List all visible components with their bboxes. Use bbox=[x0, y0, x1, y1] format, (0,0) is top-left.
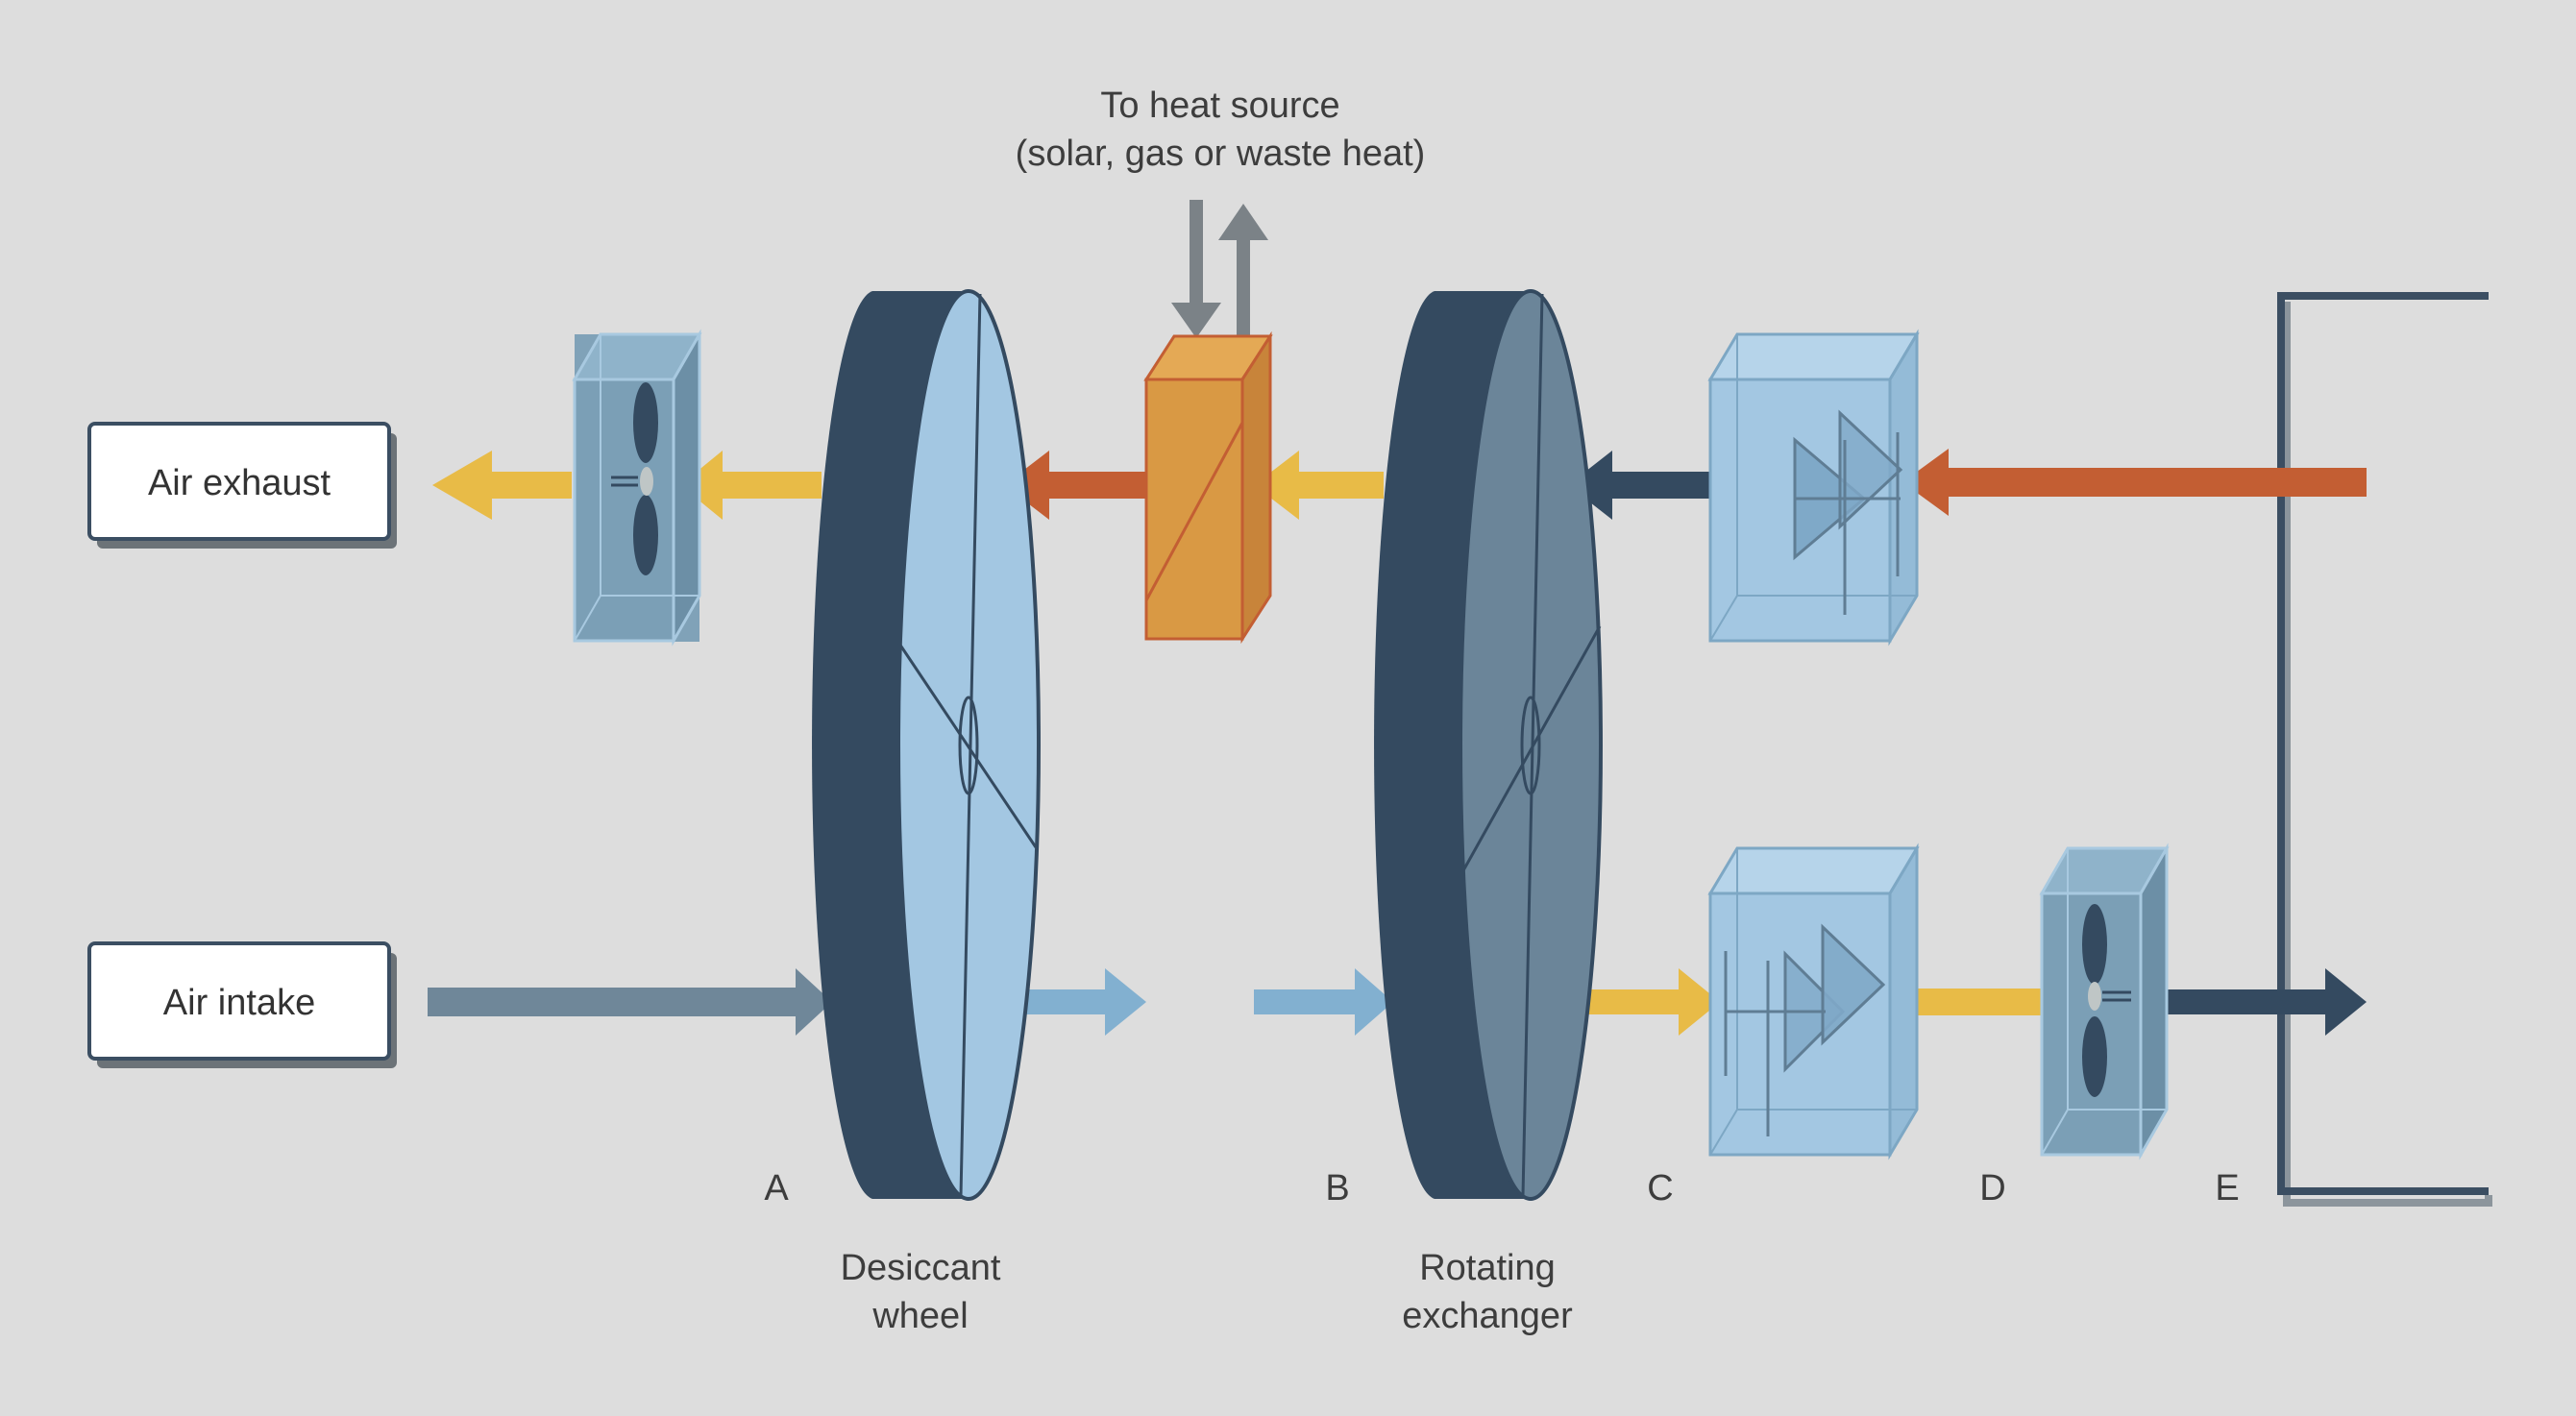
building-bracket bbox=[2277, 292, 2492, 1207]
intake-arrow bbox=[428, 968, 832, 1036]
dark-arrow-cooler-to-exchanger bbox=[1568, 451, 1710, 520]
desiccant-wheel-label-line1: Desiccant bbox=[841, 1248, 1001, 1288]
station-labels: A B C D E bbox=[764, 1168, 2239, 1208]
cool-arrow-before-exchanger bbox=[1254, 968, 1393, 1036]
air-exhaust-label: Air exhaust bbox=[148, 463, 331, 503]
evaporative-cooler-icon bbox=[1707, 842, 1920, 1160]
rotating-exchanger bbox=[1374, 289, 1603, 1201]
cool-arrow-after-wheel bbox=[1004, 968, 1146, 1036]
arrow-wheel-to-fan bbox=[680, 451, 822, 520]
air-exhaust-box: Air exhaust bbox=[87, 422, 397, 549]
supply-air-arrow bbox=[2167, 968, 2367, 1036]
desiccant-wheel-label-line2: wheel bbox=[871, 1296, 968, 1336]
evaporative-cooler-icon bbox=[1707, 329, 1920, 647]
station-label-c: C bbox=[1647, 1168, 1673, 1208]
heat-source-label-line2: (solar, gas or waste heat) bbox=[1016, 134, 1426, 174]
air-intake-box: Air intake bbox=[87, 941, 397, 1068]
station-label-b: B bbox=[1325, 1168, 1349, 1208]
heat-source-arrows bbox=[1171, 200, 1268, 338]
heater-icon bbox=[1143, 330, 1273, 645]
fan-icon bbox=[572, 329, 702, 647]
exhaust-arrow-left bbox=[432, 451, 572, 520]
warm-arrow-exchanger-to-heater bbox=[1254, 451, 1384, 520]
station-label-e: E bbox=[2215, 1168, 2239, 1208]
desiccant-wheel bbox=[812, 289, 1041, 1201]
warm-bar-cooler-to-fan bbox=[1917, 989, 2042, 1015]
heat-source-up-arrow bbox=[1218, 204, 1268, 338]
heat-source-down-arrow bbox=[1171, 200, 1221, 338]
air-intake-label: Air intake bbox=[163, 983, 315, 1023]
station-label-a: A bbox=[764, 1168, 789, 1208]
fan-icon bbox=[2039, 842, 2170, 1160]
warm-arrow-exchanger-to-cooler bbox=[1568, 968, 1720, 1036]
rotating-exchanger-label-line2: exchanger bbox=[1402, 1296, 1573, 1336]
return-air-arrow bbox=[1902, 449, 2367, 516]
rotating-exchanger-label-line1: Rotating bbox=[1419, 1248, 1556, 1288]
station-label-d: D bbox=[1979, 1168, 2005, 1208]
hot-arrow-heater-to-wheel bbox=[1004, 451, 1148, 520]
heat-source-label-line1: To heat source bbox=[1100, 85, 1339, 126]
